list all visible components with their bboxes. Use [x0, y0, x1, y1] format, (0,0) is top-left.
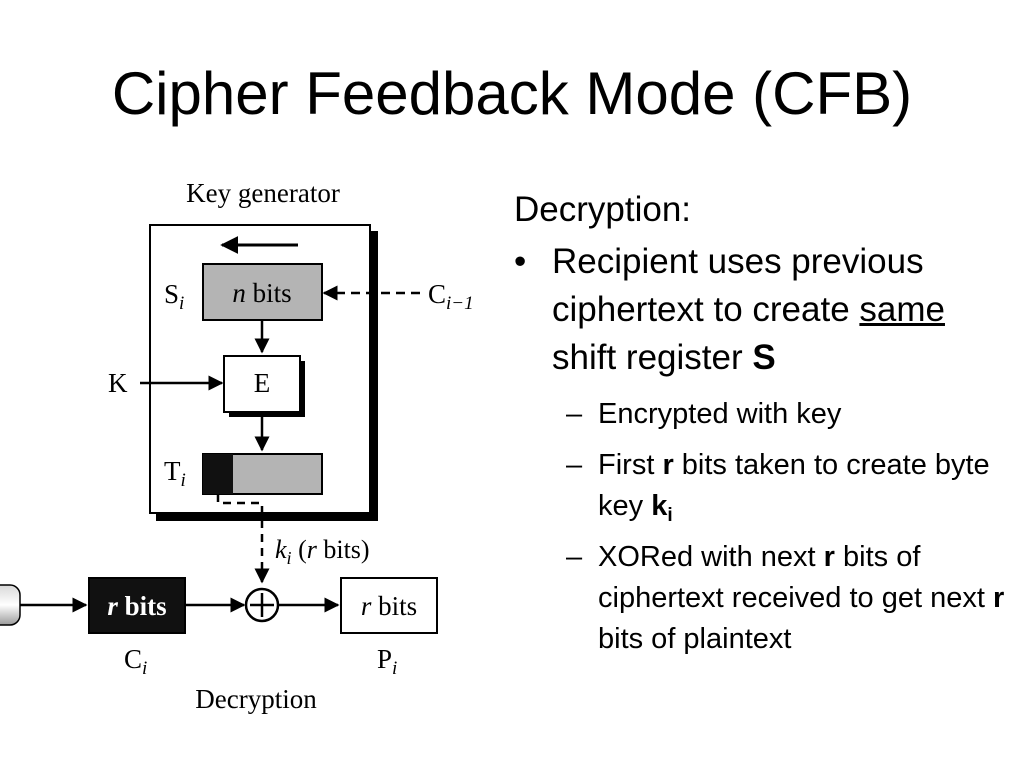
bullet-dot: •: [514, 242, 527, 281]
sub-bullet-xored: –XORed with next r bits of ciphertext re…: [514, 537, 1014, 660]
diagram-caption: Decryption: [195, 684, 317, 714]
bold-r: r: [823, 541, 835, 573]
shift-register-label: n bits: [232, 278, 291, 308]
encrypt-box: [223, 355, 301, 413]
section-heading: Decryption:: [514, 190, 692, 229]
s-i-label: Si: [164, 279, 184, 314]
dash: –: [566, 541, 583, 573]
bullet-text: Recipient uses previous ciphertext to cr…: [552, 242, 924, 329]
bold-r: r: [992, 582, 1005, 614]
ki-label: ki (r bits): [275, 535, 370, 568]
sub-bullet-first-r-bits: –First r bits taken to create byte key k…: [514, 445, 1014, 527]
sub-bullet-text-cont: bits taken to create byte key: [598, 449, 990, 522]
bold-r: r: [662, 449, 674, 481]
cfb-decryption-diagram: Key generator Si n bits Ci−1 E K Ti ki (…: [0, 178, 474, 714]
sub-bullet-text-cont: bits of ciphertext received to get next: [598, 541, 993, 614]
p-i-label: Pi: [377, 644, 397, 679]
sub-bullet-text: XORed with next: [598, 541, 824, 573]
ciphertext-box: [88, 577, 186, 634]
dash: –: [566, 449, 583, 481]
ki-dashed-path: [216, 494, 270, 584]
bullet-recipient: • Recipient uses previous ciphertext to c…: [514, 238, 1014, 382]
encrypt-label: E: [254, 368, 271, 398]
bold-k-subscript: i: [667, 505, 673, 526]
shift-register: [202, 263, 323, 321]
t-i-label: Ti: [164, 456, 186, 491]
sub-bullet-text-end: bits of plaintext: [598, 623, 792, 655]
bold-s: S: [752, 338, 776, 377]
c-prev-label: Ci−1: [428, 279, 474, 314]
underlined-same: same: [859, 290, 945, 329]
slide-title: Cipher Feedback Mode (CFB): [111, 60, 913, 127]
dash: –: [566, 398, 583, 430]
sub-bullet-encrypted: –Encrypted with key: [514, 394, 1014, 435]
ciphertext-source-cylinder: [0, 584, 21, 626]
slide-bullets: Decryption: • Recipient uses previous cip…: [514, 188, 1014, 670]
plaintext-box: [340, 577, 438, 634]
output-register-selected-bits: [203, 454, 233, 494]
sub-bullet-text: First: [598, 449, 663, 481]
sub-bullet-text: Encrypted with key: [598, 398, 842, 430]
bullet-text-cont: shift register: [552, 338, 753, 377]
ciphertext-box-label: r bits: [107, 591, 166, 621]
key-generator-label: Key generator: [186, 178, 340, 208]
key-label: K: [108, 368, 128, 398]
bold-k: k: [651, 490, 668, 522]
plaintext-box-label: r bits: [361, 591, 417, 621]
c-i-label: Ci: [124, 644, 147, 679]
